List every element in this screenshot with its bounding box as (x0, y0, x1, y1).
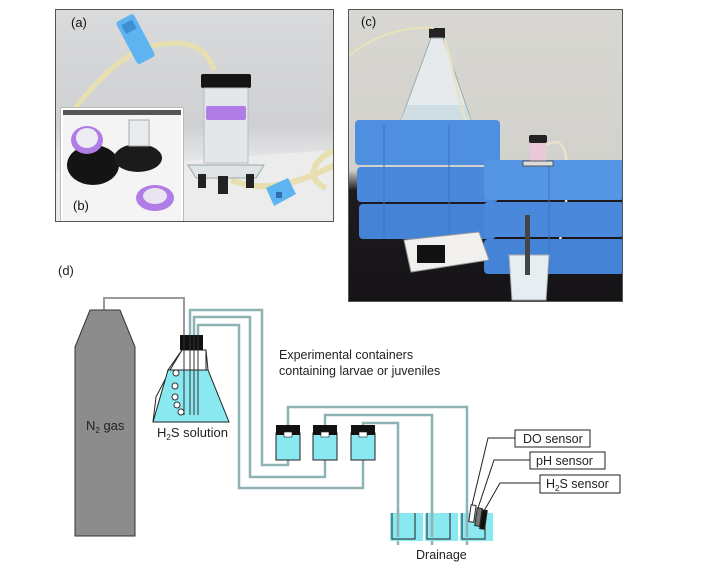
tube-clip-icon (266, 178, 296, 206)
h2s-solution-liquid (152, 369, 230, 423)
panel-label-b: (b) (73, 198, 89, 213)
sensors: DO sensor pH sensor H2S sensor (468, 429, 621, 530)
tube (310, 147, 333, 191)
gas-bubbles (171, 369, 185, 416)
experimental-container (522, 135, 554, 167)
panel-label-d: (d) (58, 263, 74, 278)
do-sensor-probe (468, 504, 477, 523)
experimental-container (187, 74, 265, 194)
ph-sensor-label-box (529, 451, 606, 470)
flask-stopper (180, 335, 203, 350)
black-lid (67, 145, 119, 185)
erlenmeyer-flask (400, 28, 472, 127)
tube-outlet-1 (286, 405, 469, 545)
photo-panel-c: (c) (348, 9, 623, 302)
photo-panel-a: (a) (b) (55, 9, 334, 222)
tube-outlet-2 (323, 413, 434, 545)
containers-label-line1: Experimental containers (279, 348, 413, 362)
tube-to-container-1 (188, 308, 290, 467)
photo-b-illustration (63, 110, 181, 211)
h2s-sensor-label: H2S sensor (546, 477, 609, 493)
experimental-container-3 (350, 425, 376, 461)
drainage-label: Drainage (416, 548, 467, 562)
schematic-panel-d: (d) N2 gas H2S solution (58, 263, 621, 562)
n2-gas-cylinder: N2 gas (74, 309, 136, 537)
tube-clip-icon (116, 14, 155, 64)
h2s-solution-flask: H2S solution (152, 335, 230, 442)
photo-c-illustration (349, 26, 622, 301)
drainage-beakers (390, 513, 493, 541)
panel-label-a: (a) (71, 15, 87, 30)
tube-to-container-3 (196, 323, 365, 490)
flask-label: H2S solution (157, 425, 228, 442)
tube-outlets (396, 510, 469, 537)
panel-label-c: (c) (361, 14, 377, 29)
tube-to-container-2 (192, 315, 327, 479)
experimental-containers (275, 425, 376, 461)
cylinder-label: N2 gas (86, 418, 125, 435)
containers-label-line2: containing larvae or juveniles (279, 364, 440, 378)
experimental-container-1 (275, 425, 301, 461)
h2s-sensor-label-box (539, 474, 621, 494)
tube (349, 26, 435, 56)
sensor-meter (403, 231, 490, 273)
black-lid (114, 144, 162, 172)
ph-sensor-label: pH sensor (536, 454, 593, 468)
do-sensor-label-box (514, 429, 591, 448)
gas-line (103, 297, 185, 335)
beaker (508, 215, 550, 301)
blue-crates-left (355, 120, 500, 239)
do-sensor-label: DO sensor (523, 432, 583, 446)
experimental-container-2 (312, 425, 338, 461)
tube (64, 40, 217, 122)
photo-inset-b: (b) (61, 108, 183, 221)
